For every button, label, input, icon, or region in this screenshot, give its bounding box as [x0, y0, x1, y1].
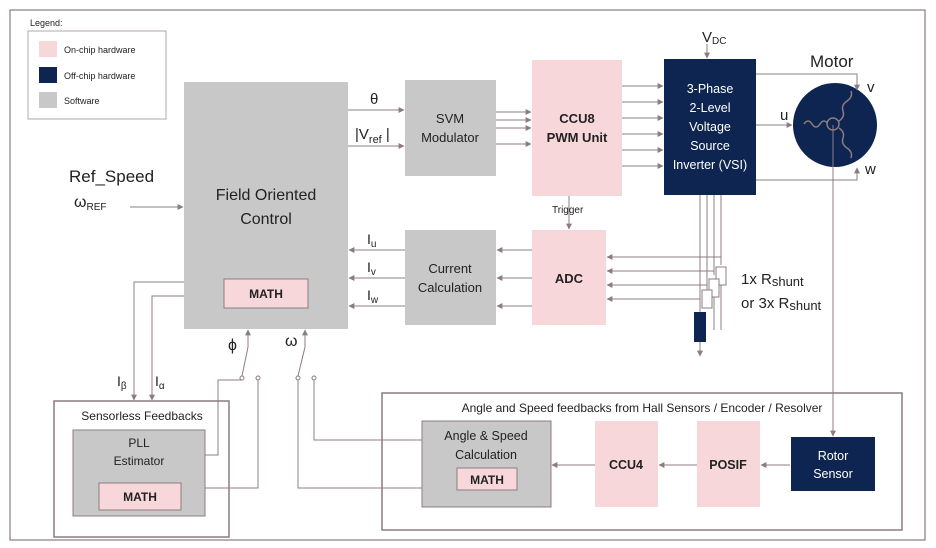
angle-label-line1: Angle & Speed — [444, 429, 527, 443]
angle-math-label: MATH — [470, 473, 504, 487]
legend: Legend: On-chip hardware Off-chip hardwa… — [27, 18, 167, 120]
motor-label: Motor — [810, 52, 854, 71]
shunt-resistors — [694, 195, 727, 357]
shunt-label-1x: 1x Rshunt — [741, 271, 804, 289]
connectors — [130, 44, 860, 489]
vsi-label-line1: 3-Phase — [687, 82, 734, 96]
vsi-label-line2: 2-Level — [690, 101, 731, 115]
current-calc-block: Current Calculation — [405, 230, 496, 325]
shunt-label-3x: or 3x Rshunt — [741, 295, 822, 313]
vsi-label-line5: Inverter (VSI) — [673, 158, 747, 172]
hall-group-title: Angle and Speed feedbacks from Hall Sens… — [462, 401, 823, 415]
pll-math-box — [98, 482, 182, 511]
vsi-label-line4: Source — [690, 139, 730, 153]
phase-u-label: u — [780, 107, 788, 124]
foc-math-label: MATH — [249, 287, 283, 301]
legend-item-software: Software — [64, 96, 100, 106]
legend-swatch-software — [39, 92, 57, 108]
svm-label-line2: Modulator — [421, 130, 479, 145]
ccu8-label-line1: CCU8 — [559, 111, 594, 126]
svm-label-line1: SVM — [436, 111, 464, 126]
vdc-label: VDC — [702, 29, 726, 47]
rotor-sensor-block: Rotor Sensor — [791, 437, 875, 491]
angle-label-line2: Calculation — [455, 448, 517, 462]
ccu8-label-line2: PWM Unit — [547, 130, 608, 145]
pll-block: PLL Estimator MATH — [72, 429, 206, 517]
ccu8-block: CCU8 PWM Unit — [532, 60, 622, 196]
signal-iw: Iw — [367, 287, 379, 306]
svm-block: SVM Modulator — [405, 80, 496, 176]
signal-omega: ω — [285, 333, 298, 350]
omega-ref-label: ωREF — [74, 194, 107, 213]
legend-item-onchip: On-chip hardware — [64, 45, 136, 55]
foc-block: Field Oriented Control MATH — [184, 82, 348, 329]
sensorless-group-title: Sensorless Feedbacks — [81, 409, 202, 423]
adc-block: ADC — [532, 230, 606, 325]
foc-label-line2: Control — [240, 211, 292, 228]
trigger-label: Trigger — [552, 205, 584, 216]
posif-block: POSIF — [697, 421, 760, 507]
angle-math-box — [456, 467, 518, 491]
ccu4-label: CCU4 — [609, 458, 643, 472]
signal-theta: θ — [370, 91, 378, 108]
legend-title: Legend: — [30, 18, 63, 28]
signal-iv: Iv — [367, 259, 376, 278]
input-switches — [239, 346, 317, 381]
pll-math-label: MATH — [123, 490, 157, 504]
signal-iu: Iu — [367, 231, 376, 250]
signal-ibeta: Iβ — [117, 373, 127, 392]
signal-phi: ϕ — [228, 337, 237, 354]
posif-label: POSIF — [709, 458, 747, 472]
foc-math-box — [223, 278, 309, 309]
phase-w-label: w — [864, 161, 876, 178]
vsi-label-line3: Voltage — [689, 120, 731, 134]
adc-label: ADC — [555, 271, 584, 286]
rotor-label-line1: Rotor — [818, 449, 849, 463]
signal-vref: |Vref | — [355, 126, 390, 146]
motor-symbol — [793, 83, 877, 167]
legend-swatch-offchip — [39, 67, 57, 83]
current-label-line2: Calculation — [418, 280, 482, 295]
legend-item-offchip: Off-chip hardware — [64, 71, 135, 81]
angle-speed-block: Angle & Speed Calculation MATH — [421, 420, 552, 508]
phase-v-label: v — [867, 79, 875, 96]
pll-label-line2: Estimator — [114, 454, 165, 468]
ccu4-block: CCU4 — [595, 421, 658, 507]
vsi-block: 3-Phase 2-Level Voltage Source Inverter … — [664, 59, 756, 195]
signal-ialpha: Iα — [155, 373, 165, 392]
pll-label-line1: PLL — [128, 436, 150, 450]
ref-speed-label: Ref_Speed — [69, 167, 154, 186]
rotor-label-line2: Sensor — [813, 467, 853, 481]
legend-swatch-onchip — [39, 41, 57, 57]
foc-label-line1: Field Oriented — [216, 187, 317, 204]
current-label-line1: Current — [428, 261, 472, 276]
